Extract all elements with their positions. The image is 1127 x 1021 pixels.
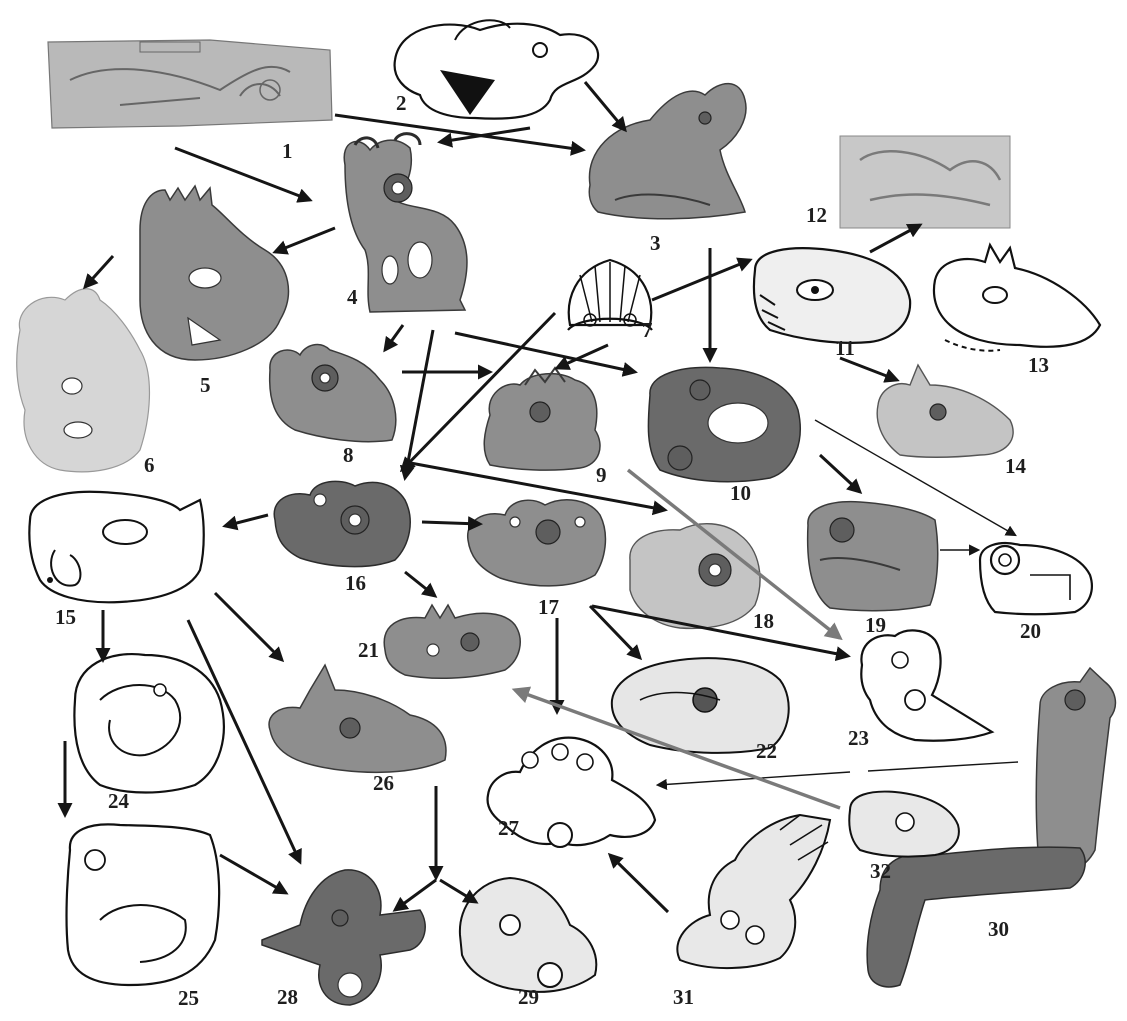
artifact-16 — [274, 481, 410, 566]
artifact-20 — [980, 543, 1092, 614]
label-14: 14 — [1005, 454, 1027, 478]
arrow-16-to-21 — [405, 572, 435, 596]
arrow-16-to-15 — [225, 515, 268, 526]
label-15: 15 — [55, 605, 76, 629]
label-21: 21 — [358, 638, 379, 662]
artifact-12 — [840, 136, 1010, 228]
artifact-6 — [17, 289, 150, 472]
arrow-1-to-3 — [335, 115, 583, 150]
label-4: 4 — [347, 285, 358, 309]
arrow-26-to-28 — [395, 880, 436, 910]
arrow-16-to-17 — [422, 522, 480, 524]
artifact-29 — [460, 878, 596, 992]
artifact-10 — [648, 367, 800, 481]
artifact-3 — [589, 84, 746, 219]
arrow-4-to-5 — [275, 228, 335, 252]
artifact-11 — [754, 248, 910, 343]
label-32: 32 — [870, 859, 891, 883]
artifact-25 — [67, 824, 220, 985]
arrow-26-to-29 — [440, 880, 476, 902]
label-8: 8 — [343, 443, 354, 467]
artifact-14 — [877, 365, 1013, 457]
artifact-15 — [29, 492, 203, 603]
artifact-1 — [48, 40, 332, 128]
artifact-8 — [270, 345, 396, 442]
label-18: 18 — [753, 609, 774, 633]
artifact-26 — [269, 665, 446, 772]
label-2: 2 — [396, 91, 407, 115]
arrow-11-to-14 — [840, 358, 897, 380]
artifact-18 — [630, 524, 760, 629]
label-25: 25 — [178, 986, 199, 1010]
artifact-17 — [468, 500, 606, 586]
arrow-5-to-6 — [85, 256, 113, 287]
artifact-19 — [808, 502, 938, 611]
artifact-23 — [861, 630, 992, 740]
artifact-9 — [484, 368, 600, 470]
label-22: 22 — [756, 739, 777, 763]
arrow-7-to-11 — [652, 260, 750, 300]
artifact-7 — [568, 260, 652, 330]
artifact-21 — [384, 605, 520, 678]
label-16: 16 — [345, 571, 366, 595]
label-12: 12 — [806, 203, 827, 227]
arrow-15-to-26 — [215, 593, 282, 660]
label-7: 7 — [642, 318, 653, 342]
label-11: 11 — [835, 336, 855, 360]
label-20: 20 — [1020, 619, 1041, 643]
artifact-13 — [934, 245, 1100, 351]
label-24: 24 — [108, 789, 130, 813]
label-5: 5 — [200, 373, 211, 397]
arrow-4-to-8 — [385, 325, 403, 350]
arrow-31-to-27 — [610, 855, 668, 912]
label-13: 13 — [1028, 353, 1049, 377]
artifact-31 — [677, 815, 830, 968]
arrow-11-to-12 — [870, 225, 920, 252]
label-19: 19 — [865, 613, 886, 637]
label-9: 9 — [596, 463, 607, 487]
label-27: 27 — [498, 816, 519, 840]
label-30: 30 — [988, 917, 1009, 941]
artifact-2 — [395, 20, 599, 118]
label-6: 6 — [144, 453, 155, 477]
label-26: 26 — [373, 771, 394, 795]
artifact-5 — [140, 186, 288, 360]
label-10: 10 — [730, 481, 751, 505]
label-29: 29 — [518, 985, 539, 1009]
label-31: 31 — [673, 985, 694, 1009]
label-17: 17 — [538, 595, 559, 619]
label-28: 28 — [277, 985, 298, 1009]
arrow-25-to-28 — [220, 855, 286, 893]
arrow-30-to-27-stub — [868, 762, 1018, 771]
artifact-32 — [849, 792, 959, 857]
artifact-4 — [344, 134, 467, 312]
arrow-4-to-16 — [405, 330, 433, 478]
label-23: 23 — [848, 726, 869, 750]
label-1: 1 — [282, 139, 293, 163]
label-3: 3 — [650, 231, 661, 255]
arrow-10-to-19 — [820, 455, 860, 492]
artifact-24 — [74, 654, 223, 792]
arrow-4-to-10 — [455, 333, 635, 372]
arrow-2-to-3 — [585, 82, 625, 130]
